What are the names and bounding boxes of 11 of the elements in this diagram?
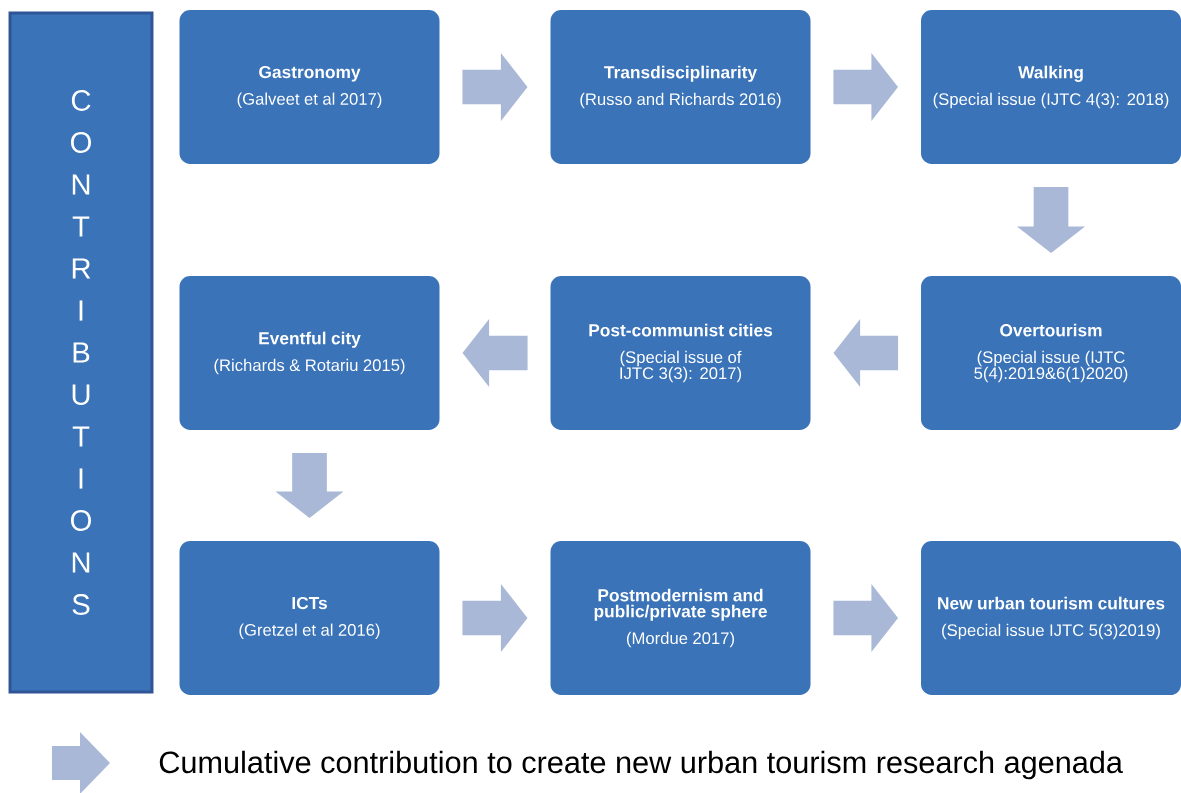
process-box: New urban tourism cultures (Special issue IJTC 5(3)2019) bbox=[921, 541, 1181, 695]
process-box: Eventful city (Richards & Rotariu 2015) bbox=[179, 276, 440, 430]
process-box: Postmodernism and public/private sphere (Mordue 2017) bbox=[550, 541, 811, 695]
process-box: Gastronomy (Galveet et al 2017) bbox=[179, 10, 440, 164]
vertical-banner: CONTRIBUTIONS bbox=[8, 11, 154, 694]
legend-text: Cumulative contribution to create new urban tourism research agenada bbox=[159, 750, 1123, 780]
process-box: Transdisciplinarity (Russo and Richards 2016) bbox=[550, 10, 811, 164]
process-box: ICTs (Gretzel et al 2016) bbox=[179, 541, 440, 695]
process-box: Post-communist cities (Special issue of IJTC 3(3): 2017) bbox=[550, 276, 811, 430]
process-box: Overtourism (Special issue (IJTC 5(4):2019&6(1)2020) bbox=[921, 276, 1181, 430]
process-box: Walking (Special issue (IJTC 4(3): 2018) bbox=[921, 10, 1181, 164]
